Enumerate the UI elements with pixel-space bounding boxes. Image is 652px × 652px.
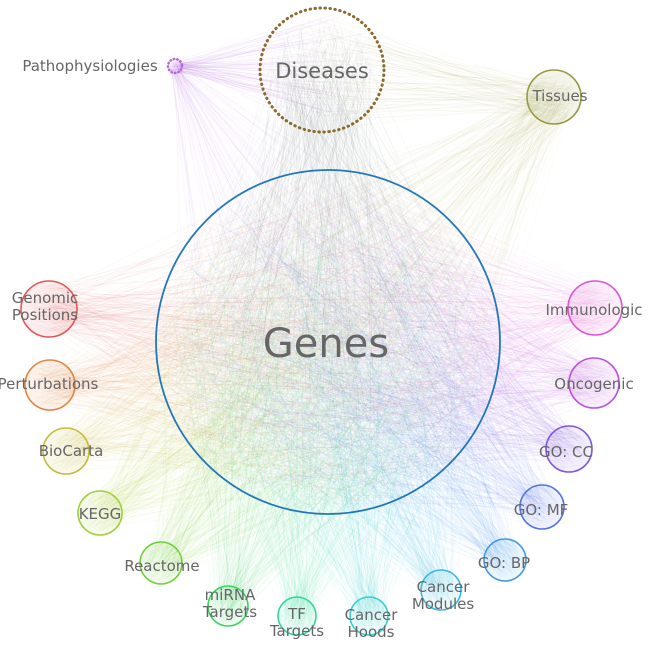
label-go-mf: GO: MF xyxy=(514,501,569,519)
edges-oncogenic-to-genes xyxy=(164,182,615,494)
label-cancer-modules: Cancer xyxy=(417,578,471,596)
label-kegg: KEGG xyxy=(79,505,122,523)
edges-immunologic-to-genes xyxy=(167,178,618,506)
edges-perturbations-to-genes xyxy=(30,178,483,500)
edges-go-cc-to-genes xyxy=(165,177,588,498)
label-tf-targets: Targets xyxy=(269,622,324,640)
node-immunologic[interactable] xyxy=(567,280,623,336)
node-cancer-modules[interactable] xyxy=(420,569,462,611)
label-biocarta: BioCarta xyxy=(39,442,104,460)
label-genomic-positions: Genomic xyxy=(12,289,79,307)
node-mirna-targets[interactable] xyxy=(207,585,249,627)
node-tissues[interactable] xyxy=(526,69,582,125)
labels: Genes Pathophysiologies DiseasesTissuesGen… xyxy=(0,57,643,641)
label-cancer-modules: Modules xyxy=(412,595,475,613)
node-biocarta[interactable] xyxy=(42,427,90,475)
nodes xyxy=(20,6,623,636)
label-cancer-hoods: Cancer xyxy=(345,606,399,624)
label-genes: Genes xyxy=(263,321,389,367)
label-cancer-hoods: Hoods xyxy=(348,623,395,641)
node-genomic-positions[interactable] xyxy=(20,280,78,338)
label-mirna-targets: miRNA xyxy=(205,586,256,604)
label-go-bp: GO: BP xyxy=(478,554,530,572)
label-oncogenic: Oncogenic xyxy=(554,375,633,393)
edges-tf-targets-to-genes xyxy=(167,182,489,633)
label-pathophysiologies: Pathophysiologies xyxy=(22,57,157,75)
label-immunologic: Immunologic xyxy=(545,301,642,319)
node-kegg[interactable] xyxy=(77,490,123,536)
label-tf-targets: TF xyxy=(287,605,306,623)
label-go-cc: GO: CC xyxy=(539,443,593,461)
edges-kegg-to-genes xyxy=(81,180,493,532)
node-genes[interactable] xyxy=(155,169,501,515)
node-reactome[interactable] xyxy=(139,541,183,585)
edges-pathophysiologies-to-genes xyxy=(168,60,481,495)
node-perturbations[interactable] xyxy=(24,359,76,411)
edges-go-mf-to-genes xyxy=(173,181,561,526)
edges-cancer-modules-to-genes xyxy=(162,183,486,608)
node-tf-targets[interactable] xyxy=(277,596,317,636)
label-perturbations: Perturbations xyxy=(0,375,99,393)
label-diseases: Diseases xyxy=(275,59,369,83)
label-reactome: Reactome xyxy=(124,557,199,575)
label-mirna-targets: Targets xyxy=(202,603,257,621)
edges-mirna-targets-to-genes xyxy=(172,179,489,623)
label-tissues: Tissues xyxy=(531,87,587,105)
node-pathophysiologies[interactable] xyxy=(166,57,184,75)
node-go-cc[interactable] xyxy=(545,425,593,473)
node-go-mf[interactable] xyxy=(519,484,565,530)
node-go-bp[interactable] xyxy=(483,538,527,582)
node-oncogenic[interactable] xyxy=(568,357,620,409)
node-cancer-hoods[interactable] xyxy=(349,596,389,636)
edges-pathophysiologies-to-diseases xyxy=(169,14,381,128)
node-diseases[interactable] xyxy=(258,6,386,134)
label-genomic-positions: Positions xyxy=(12,306,78,324)
